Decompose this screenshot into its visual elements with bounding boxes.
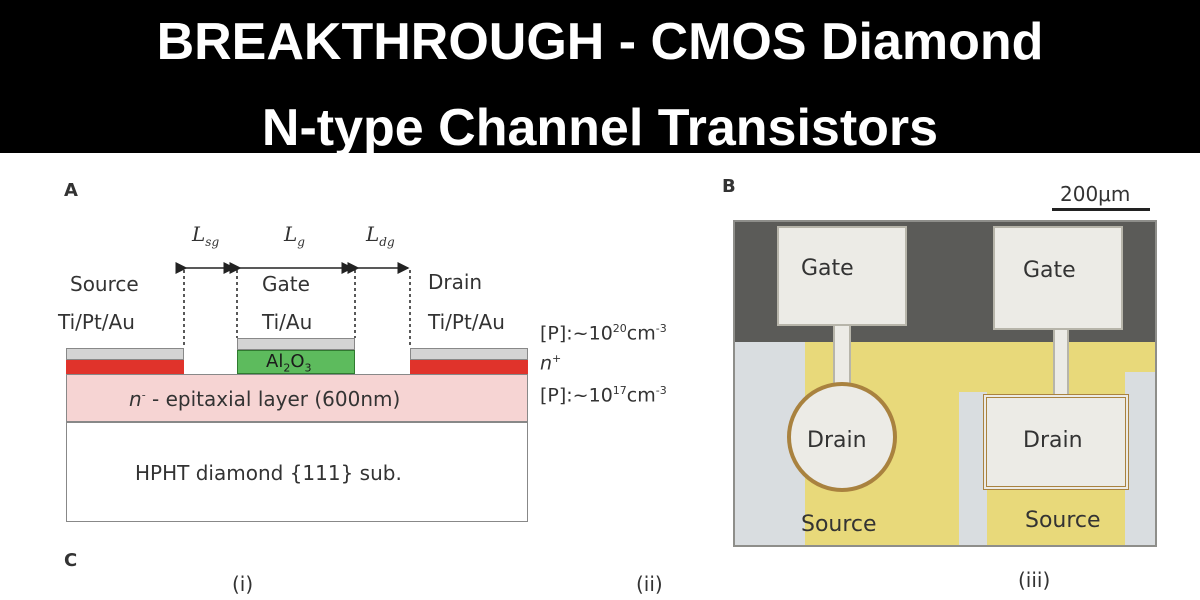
right-gate-finger bbox=[1053, 330, 1069, 394]
micrograph-photo: Gate Drain Source Gate Drain Source bbox=[733, 220, 1157, 547]
drain-metal-label: Ti/Pt/Au bbox=[428, 310, 505, 334]
substrate-label: HPHT diamond {111} sub. bbox=[135, 461, 402, 485]
panel-c-sub-label-ii: (ii) bbox=[636, 572, 663, 596]
substrate-layer: HPHT diamond {111} sub. bbox=[66, 422, 528, 522]
gate-metal-label: Ti/Au bbox=[262, 310, 313, 334]
panel-c-sub-label-iii: (iii) bbox=[1018, 568, 1051, 592]
right-gate-label: Gate bbox=[1023, 258, 1076, 283]
banner-title-line-1: BREAKTHROUGH - CMOS Diamond bbox=[156, 13, 1044, 71]
right-source-label: Source bbox=[1025, 508, 1101, 533]
gate-label: Gate bbox=[262, 272, 310, 296]
source-metal-layer bbox=[66, 348, 184, 360]
panel-a-letter: A bbox=[64, 180, 78, 201]
epitaxial-layer-label: n- - epitaxial layer (600nm) bbox=[129, 387, 401, 411]
drain-metal-layer bbox=[410, 348, 528, 360]
right-drain-label: Drain bbox=[1023, 428, 1083, 453]
left-gate-pad bbox=[777, 226, 907, 326]
source-label: Source bbox=[70, 272, 139, 296]
panel-b-letter: B bbox=[722, 176, 736, 197]
doping-top-label: [P]:~1020cm-3 bbox=[540, 322, 667, 345]
dimension-label-lg: Lg bbox=[284, 222, 305, 249]
right-light-strip bbox=[1125, 372, 1155, 545]
dimension-label-lsg: Lsg bbox=[192, 222, 220, 249]
n-plus-label: n+ bbox=[540, 352, 562, 375]
banner-title-line-2: N-type Channel Transistors bbox=[261, 99, 939, 157]
left-gate-finger bbox=[833, 326, 851, 386]
gate-oxide-layer: Al2O3 bbox=[237, 350, 355, 375]
right-gate-pad bbox=[993, 226, 1123, 330]
epitaxial-layer: n- - epitaxial layer (600nm) bbox=[66, 374, 528, 422]
panel-c-sub-label-i: (i) bbox=[232, 572, 254, 596]
left-drain-label: Drain bbox=[807, 428, 867, 453]
left-source-label: Source bbox=[801, 512, 877, 537]
panel-c-letter: C bbox=[64, 550, 78, 571]
dimension-label-ldg: Ldg bbox=[366, 222, 395, 249]
scale-bar-label: 200μm bbox=[1060, 182, 1131, 206]
source-n-plus-layer bbox=[66, 360, 184, 374]
middle-light-strip bbox=[959, 392, 987, 545]
drain-label: Drain bbox=[428, 270, 483, 294]
scale-bar bbox=[1052, 208, 1150, 211]
right-drain-square bbox=[983, 394, 1129, 490]
source-metal-label: Ti/Pt/Au bbox=[58, 310, 135, 334]
oxide-label: Al2O3 bbox=[266, 351, 312, 375]
drain-n-plus-layer bbox=[410, 360, 528, 374]
gate-metal-layer bbox=[237, 338, 355, 350]
left-gate-label: Gate bbox=[801, 256, 854, 281]
title-banner: BREAKTHROUGH - CMOS Diamond N-type Chann… bbox=[0, 0, 1200, 157]
doping-bottom-label: [P]:~1017cm-3 bbox=[540, 384, 667, 407]
left-drain-circle bbox=[787, 382, 897, 492]
